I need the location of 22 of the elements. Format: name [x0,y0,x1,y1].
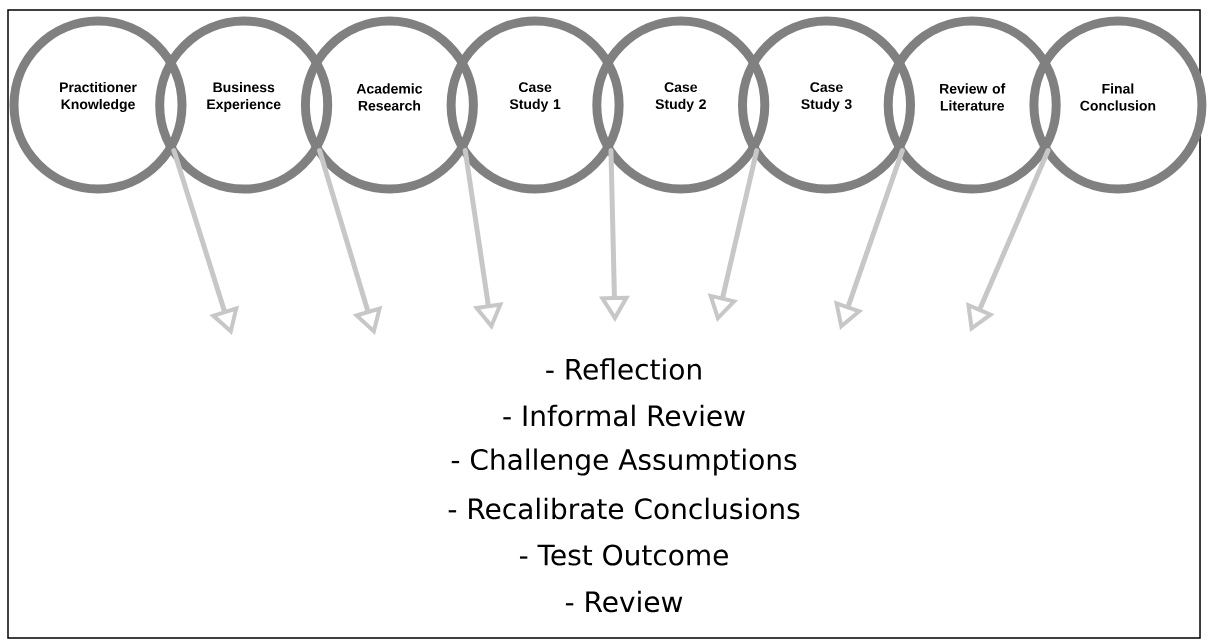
node-label: Case Study 3 [801,82,852,112]
list-item: - Test Outcome [519,544,728,566]
list-item: - Challenge Assumptions [451,448,797,476]
list-item: - Review [565,590,683,613]
circle-node [9,16,187,194]
list-item: - Recalibrate Conclusions [448,497,800,520]
node-label: Case Study 1 [509,82,561,112]
circle-node [300,16,478,194]
circle-node [592,16,770,194]
node-label: Practitioner Knowledge [60,81,137,113]
circle-node [155,16,333,194]
node-label: Business Experience [207,82,281,112]
node-label: Review of Literature [940,83,1006,111]
node-label: Academic Research [356,83,423,111]
list-item: - Informal Review [503,404,745,427]
node-label: Final Conclusion [1080,83,1156,111]
node-label: Case Study 2 [655,82,706,112]
circle-node [738,16,915,194]
circle-node [446,16,624,194]
circle-node [1029,16,1207,194]
list-item: - Reflection [546,358,701,380]
circle-node [883,16,1061,194]
